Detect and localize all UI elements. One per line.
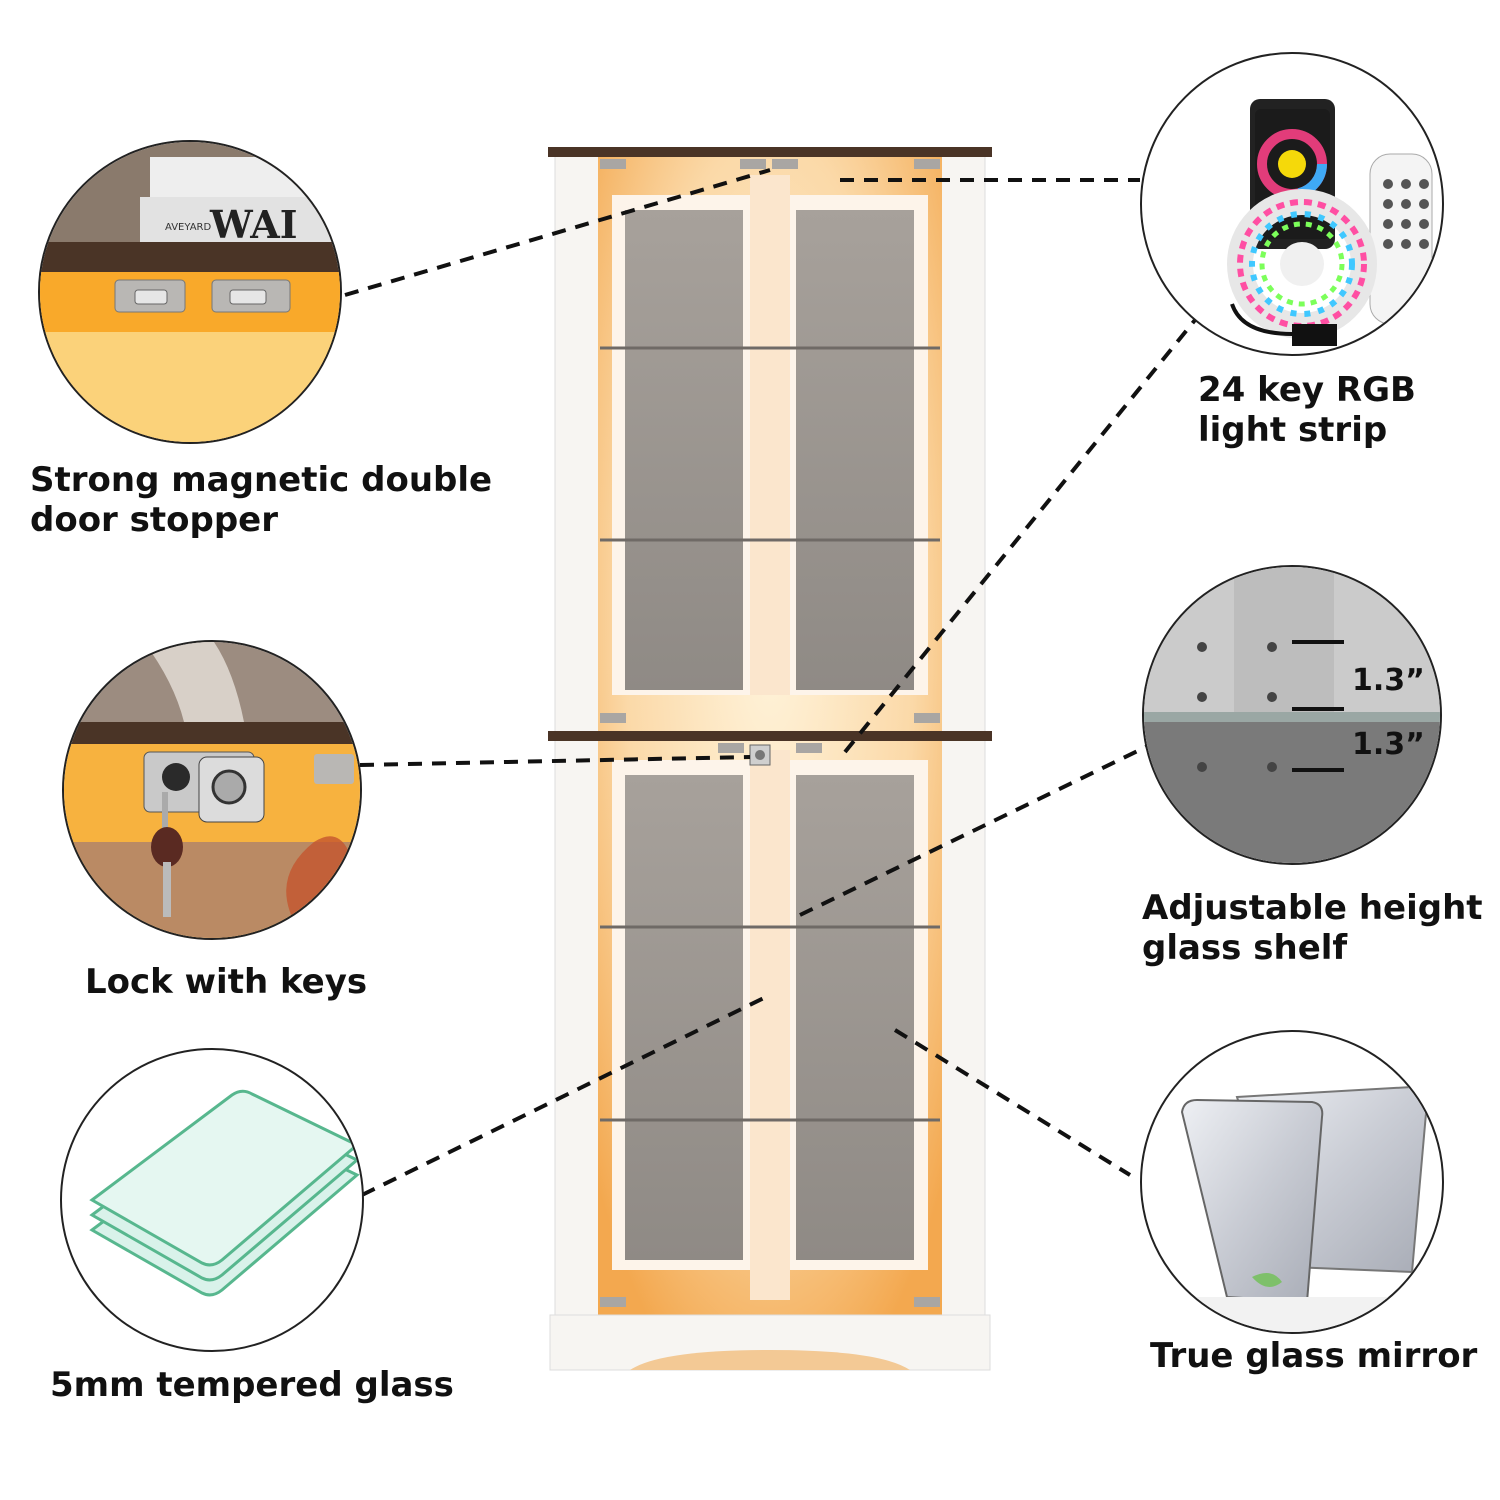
rgb-strip-circle <box>1140 52 1444 356</box>
lock-detail-circle <box>62 640 362 940</box>
corner-cabinet-illustration <box>548 147 992 1371</box>
caption-rgb: 24 key RGB light strip <box>1198 370 1416 450</box>
caption-shelf: Adjustable height glass shelf <box>1142 888 1483 968</box>
book-large-text: WAI <box>209 202 298 247</box>
tempered-glass-circle <box>60 1048 364 1352</box>
caption-mirror: True glass mirror <box>1150 1336 1478 1376</box>
caption-lock: Lock with keys <box>85 962 368 1002</box>
caption-glass: 5mm tempered glass <box>50 1365 454 1405</box>
dim-upper: 1.3” <box>1352 663 1425 698</box>
lower-doors <box>612 750 928 1300</box>
book-small-text: AVEYARD <box>165 222 211 233</box>
glass-shelves <box>600 346 940 1122</box>
upper-doors <box>612 175 928 695</box>
dim-lower: 1.3” <box>1352 727 1425 762</box>
mirror-detail-circle <box>1140 1030 1444 1334</box>
cabinet-top <box>548 147 992 157</box>
shelf-height-circle: 1.3” 1.3” <box>1142 565 1442 865</box>
cabinet-middle-shelf <box>548 731 992 741</box>
caption-stopper: Strong magnetic double door stopper <box>30 460 493 540</box>
stopper-detail-circle: AVEYARD WAI <box>38 140 342 444</box>
